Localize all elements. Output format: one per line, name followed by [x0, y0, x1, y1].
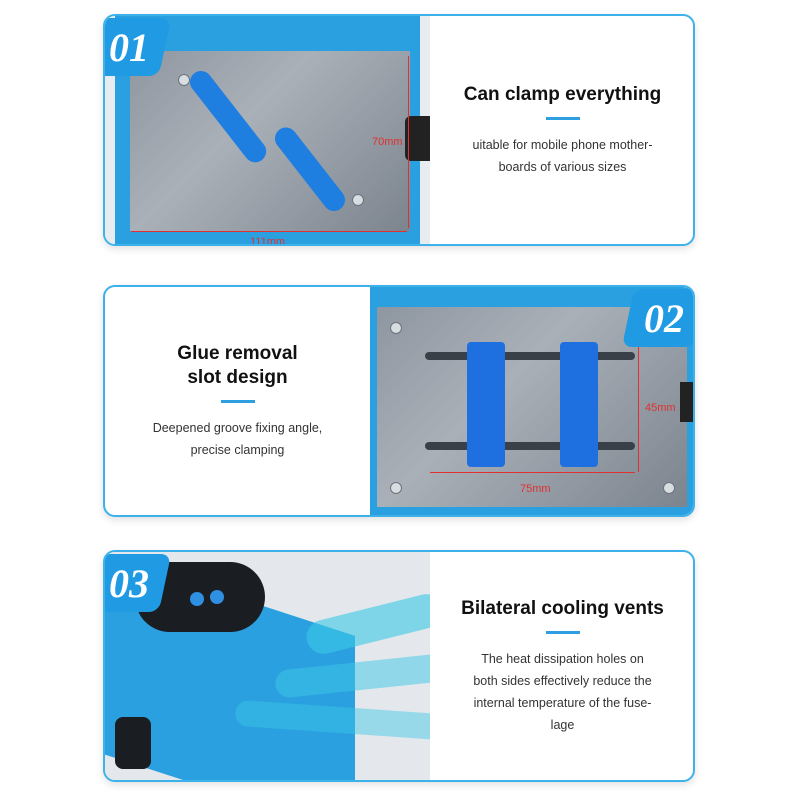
slot [425, 352, 635, 360]
feature-description-line: lage [550, 717, 575, 732]
feature-card-glue-slot: Glue removal slot design Deepened groove… [103, 285, 695, 517]
feature-description-line: uitable for mobile phone mother- [472, 137, 653, 152]
panel-button [190, 592, 204, 606]
feature-heading: Bilateral cooling vents [461, 597, 664, 619]
airflow-arrow [302, 590, 430, 658]
feature-text: Glue removal slot design Deepened groove… [105, 287, 370, 515]
height-dimension-label: 70mm [372, 136, 403, 148]
feature-description-line: The heat dissipation holes on [481, 651, 644, 666]
width-dimension-line [131, 231, 407, 232]
feature-card-cooling: 03 Bilateral cooling vents The heat diss… [103, 550, 695, 782]
screw [390, 322, 402, 334]
clamp-block-right [560, 342, 598, 467]
knob [405, 116, 430, 161]
cooling-photo: 03 [105, 552, 430, 780]
feature-heading: slot design [187, 366, 288, 388]
width-dimension-label: 75mm [520, 483, 551, 495]
height-dimension-line [408, 56, 409, 228]
feature-text: Bilateral cooling vents The heat dissipa… [430, 552, 693, 780]
feature-description-line: Deepened groove fixing angle, [152, 420, 323, 435]
feature-heading: Glue removal [177, 342, 298, 364]
feature-text: Can clamp everything uitable for mobile … [430, 16, 693, 244]
step-badge: 02 [621, 289, 693, 347]
feature-heading: Can clamp everything [463, 83, 662, 105]
heading-underline [545, 630, 580, 634]
step-badge: 03 [105, 554, 172, 612]
height-dimension-line [638, 347, 639, 472]
screw [390, 482, 402, 494]
clamp-plate [130, 51, 410, 231]
heading-underline [220, 399, 255, 403]
slot-photo: 45mm 75mm 02 [370, 287, 693, 515]
clamp-photo: 70mm 111mm 01 [105, 16, 430, 244]
clamp-block-left [467, 342, 505, 467]
screw [178, 74, 190, 86]
slot [425, 442, 635, 450]
knob [680, 382, 693, 422]
feature-description-line: precise clamping [190, 442, 285, 457]
feature-description-line: both sides effectively reduce the [473, 673, 652, 688]
heading-underline [545, 116, 580, 120]
step-badge: 01 [105, 18, 172, 76]
screw [352, 194, 364, 206]
feature-card-clamp: 70mm 111mm 01 Can clamp everything uitab… [103, 14, 695, 246]
screw [663, 482, 675, 494]
height-dimension-label: 45mm [645, 402, 676, 414]
side-knob [115, 717, 151, 769]
width-dimension-line [430, 472, 635, 473]
feature-description-line: boards of various sizes [498, 159, 627, 174]
panel-button [210, 590, 224, 604]
width-dimension-label: 111mm [250, 236, 286, 244]
feature-description-line: internal temperature of the fuse- [473, 695, 652, 710]
